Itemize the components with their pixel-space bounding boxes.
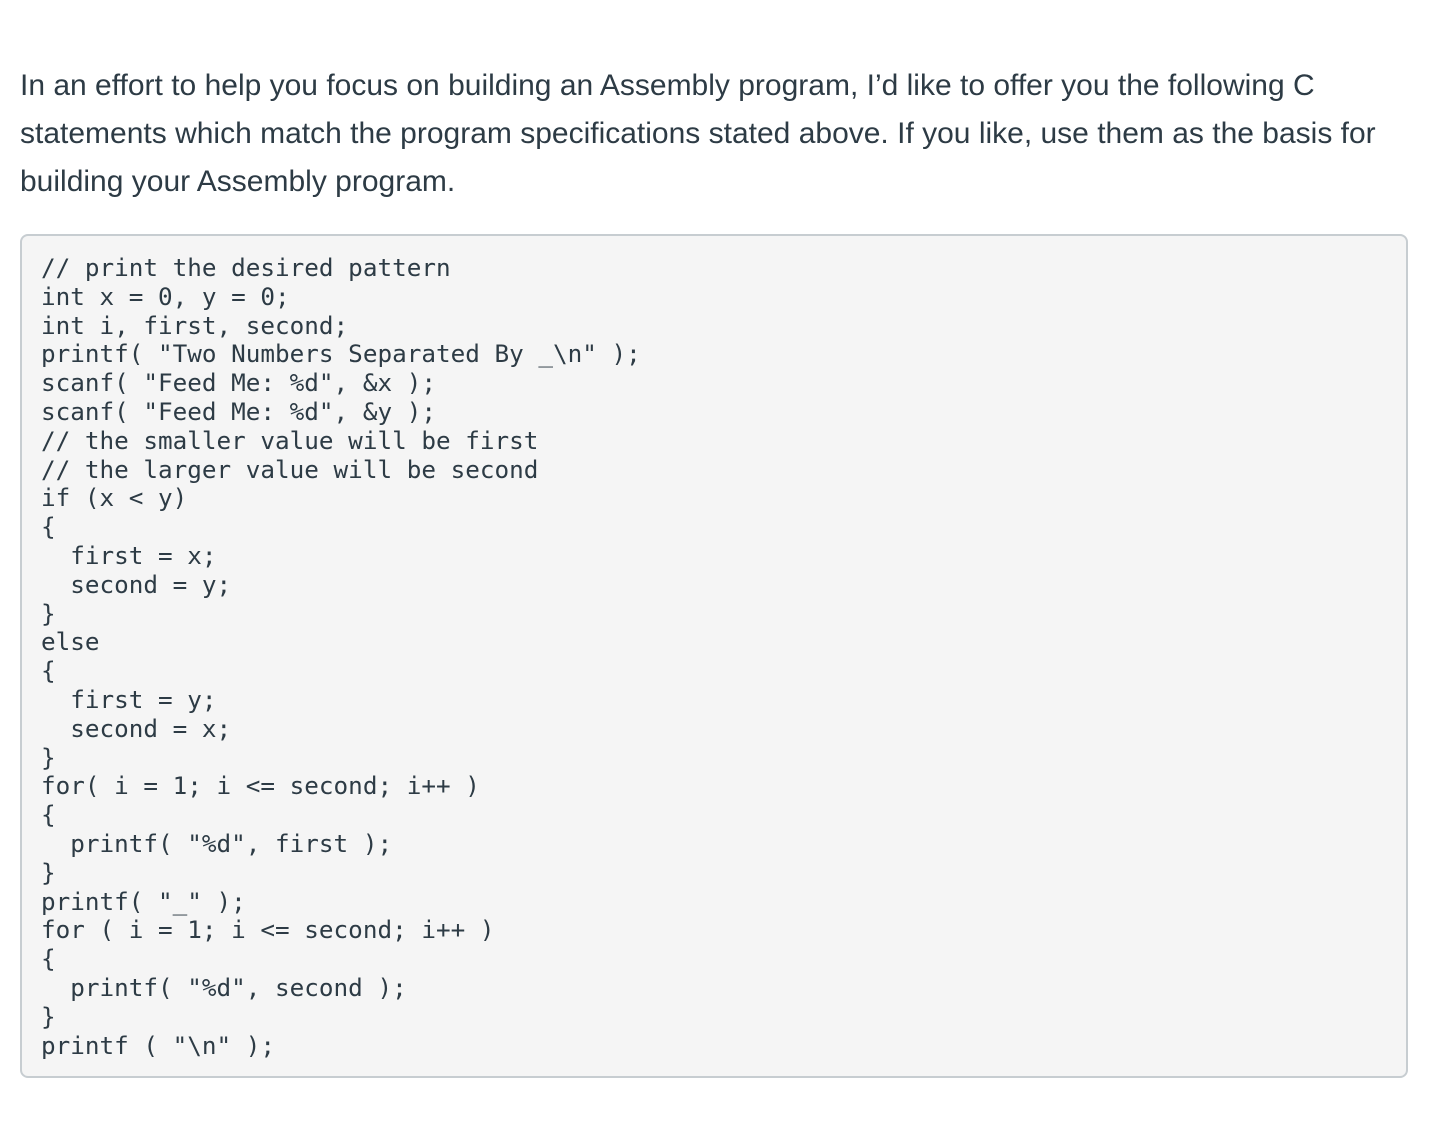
page-content: In an effort to help you focus on buildi…	[20, 62, 1408, 1079]
code-line: int x = 0, y = 0;	[41, 281, 290, 311]
code-line: scanf( "Feed Me: %d", &x );	[41, 368, 436, 398]
code-line: }	[41, 742, 56, 772]
code-line: printf( "Two Numbers Separated By _\n" )…	[41, 339, 641, 369]
code-line: // the smaller value will be first	[41, 425, 539, 455]
code-line: // print the desired pattern	[41, 253, 451, 282]
code-line: second = y;	[41, 569, 232, 599]
code-line: first = y;	[41, 684, 217, 714]
code-line: }	[41, 598, 56, 628]
code-line: }	[41, 1001, 56, 1031]
code-line: {	[41, 656, 56, 686]
code-line: {	[41, 944, 56, 974]
code-line: scanf( "Feed Me: %d", &y );	[41, 396, 436, 426]
code-line: second = x;	[41, 713, 232, 743]
intro-paragraph: In an effort to help you focus on buildi…	[20, 69, 1376, 198]
code-line: }	[41, 857, 56, 887]
code-line: {	[41, 512, 56, 542]
code-line: int i, first, second;	[41, 310, 349, 340]
code-line: printf( "%d", second );	[41, 972, 407, 1002]
code-line: for( i = 1; i <= second; i++ )	[41, 771, 480, 801]
code-line: printf ( "\n" );	[41, 1030, 276, 1060]
code-line: for ( i = 1; i <= second; i++ )	[41, 915, 495, 945]
code-line: printf( "_" );	[41, 886, 246, 916]
code-line: // the larger value will be second	[41, 454, 539, 484]
code-line: printf( "%d", first );	[41, 828, 393, 858]
code-line: {	[41, 800, 56, 830]
code-line: first = x;	[41, 540, 217, 570]
code-line: else	[41, 627, 100, 657]
code-line: if (x < y)	[41, 483, 188, 513]
